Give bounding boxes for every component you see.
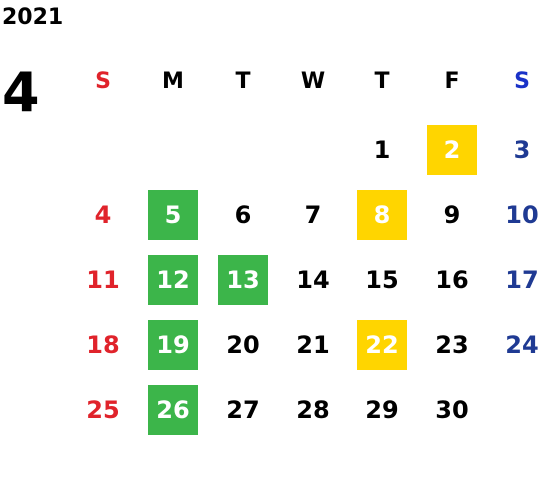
day-cell[interactable]: 12: [148, 255, 198, 305]
day-cell[interactable]: 24: [505, 331, 539, 359]
day-cell[interactable]: 20: [226, 331, 260, 359]
day-cell[interactable]: 11: [86, 266, 120, 294]
day-cell[interactable]: 6: [234, 201, 252, 229]
day-cell[interactable]: 22: [357, 320, 407, 370]
day-cell[interactable]: 7: [304, 201, 322, 229]
day-cell[interactable]: 15: [365, 266, 399, 294]
weekday-header: T: [235, 69, 251, 94]
month-label: 4: [2, 61, 40, 124]
day-cell[interactable]: 18: [86, 331, 120, 359]
day-cell[interactable]: 14: [296, 266, 330, 294]
day-cell[interactable]: 19: [148, 320, 198, 370]
weekday-header: T: [374, 69, 390, 94]
day-cell[interactable]: 29: [365, 396, 399, 424]
day-cell[interactable]: 4: [94, 201, 112, 229]
weekday-header: F: [444, 69, 460, 94]
day-cell[interactable]: 2: [427, 125, 477, 175]
day-cell[interactable]: 21: [296, 331, 330, 359]
day-cell[interactable]: 23: [435, 331, 469, 359]
day-cell[interactable]: 30: [435, 396, 469, 424]
day-cell[interactable]: 5: [148, 190, 198, 240]
day-cell[interactable]: 25: [86, 396, 120, 424]
year-label: 2021: [2, 5, 64, 30]
weekday-header: M: [162, 69, 184, 94]
day-cell[interactable]: 1: [373, 136, 391, 164]
day-cell[interactable]: 27: [226, 396, 260, 424]
weekday-header: S: [514, 69, 530, 94]
day-cell[interactable]: 8: [357, 190, 407, 240]
day-cell[interactable]: 3: [513, 136, 531, 164]
day-cell[interactable]: 13: [218, 255, 268, 305]
weekday-header: W: [300, 69, 326, 94]
weekday-header: S: [95, 69, 111, 94]
day-cell[interactable]: 26: [148, 385, 198, 435]
day-cell[interactable]: 28: [296, 396, 330, 424]
day-cell[interactable]: 10: [505, 201, 539, 229]
day-cell[interactable]: 17: [505, 266, 539, 294]
day-cell[interactable]: 16: [435, 266, 469, 294]
day-cell[interactable]: 9: [443, 201, 461, 229]
